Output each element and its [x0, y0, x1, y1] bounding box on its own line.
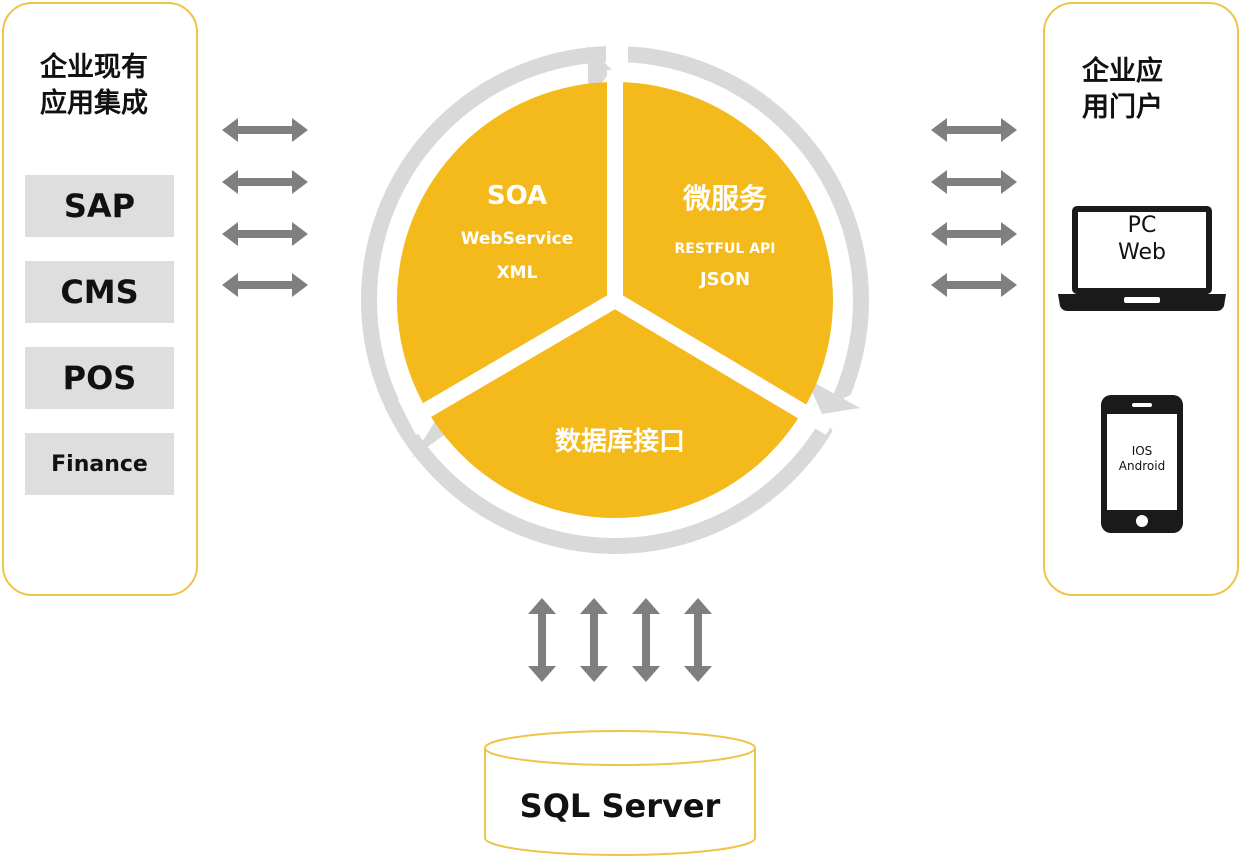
system-label: SAP — [63, 187, 136, 225]
microservice-title: 微服务 — [682, 182, 767, 215]
phone-line1: IOS — [1131, 444, 1153, 458]
vertical-double-arrow-icon — [580, 598, 608, 682]
soa-title: SOA — [486, 181, 548, 211]
ring-arrowhead-icon — [806, 378, 860, 414]
microservice-line2: JSON — [699, 269, 751, 290]
soa-segment: SOA WebService XML — [432, 178, 602, 290]
system-box-finance: Finance — [25, 433, 174, 495]
double-arrow-icon — [222, 170, 308, 194]
legacy-apps-title: 企业现有 应用集成 — [40, 52, 148, 119]
database-segment-title: 数据库接口 — [554, 427, 685, 457]
system-label: Finance — [51, 451, 148, 477]
vertical-double-arrow-icon — [684, 598, 712, 682]
soa-line1: WebService — [460, 229, 574, 249]
double-arrow-icon — [931, 222, 1017, 246]
database-segment: 数据库接口 — [520, 424, 720, 460]
soa-line2: XML — [496, 263, 538, 283]
system-box-sap: SAP — [25, 175, 174, 237]
system-box-pos: POS — [25, 347, 174, 409]
phone-label: IOS Android — [1107, 444, 1177, 474]
laptop-line1: PC — [1127, 213, 1157, 238]
portal-title: 企业应 用门户 — [1082, 56, 1163, 123]
double-arrow-icon — [931, 273, 1017, 297]
system-box-cms: CMS — [25, 261, 174, 323]
database-label: SQL Server — [519, 787, 721, 825]
laptop-line2: Web — [1118, 240, 1166, 265]
microservice-line1: RESTFUL API — [674, 241, 776, 257]
double-arrow-icon — [222, 273, 308, 297]
vertical-double-arrow-icon — [528, 598, 556, 682]
vertical-double-arrow-icon — [632, 598, 660, 682]
database-cylinder-icon — [484, 730, 756, 856]
phone-icon — [1101, 395, 1183, 533]
laptop-icon — [1058, 206, 1226, 311]
double-arrow-icon — [222, 222, 308, 246]
system-label: POS — [62, 359, 137, 397]
double-arrow-icon — [931, 118, 1017, 142]
phone-line2: Android — [1118, 459, 1166, 473]
double-arrow-icon — [931, 170, 1017, 194]
architecture-wheel — [361, 40, 869, 554]
double-arrow-icon — [222, 118, 308, 142]
microservice-segment: 微服务 RESTFUL API JSON — [640, 180, 810, 296]
system-label: CMS — [60, 273, 139, 311]
laptop-label: PC Web — [1078, 212, 1206, 266]
